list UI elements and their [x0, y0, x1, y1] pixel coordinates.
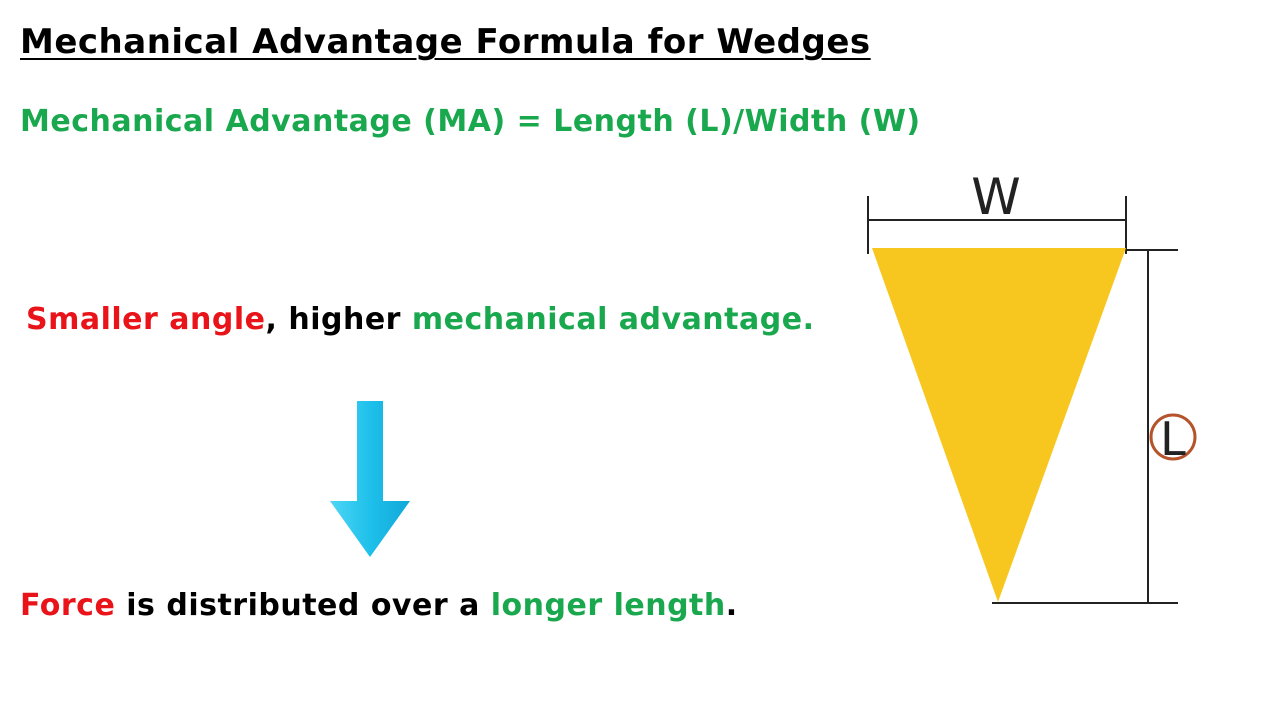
length-label: L — [1160, 412, 1186, 466]
statement-angle-angle: angle — [169, 302, 266, 337]
statement-angle-space — [158, 302, 169, 337]
statement-angle-higher: , higher — [265, 302, 412, 337]
wedge-triangle — [872, 248, 1126, 602]
statement-angle-smaller: Smaller — [26, 302, 159, 337]
formula-text: Mechanical Advantage (MA) = Length (L)/W… — [20, 104, 921, 139]
statement-angle: Smaller angle, higher mechanical advanta… — [26, 302, 814, 337]
width-label: W — [971, 168, 1020, 226]
statement-force-longer: longer length — [490, 588, 726, 623]
statement-force-middle: is distributed over a — [115, 588, 491, 623]
statement-force-period: . — [725, 588, 738, 623]
statement-force: Force is distributed over a longer lengt… — [20, 588, 738, 623]
statement-angle-period: . — [802, 302, 815, 337]
length-label-circle — [1149, 413, 1197, 461]
wedge-diagram: W L — [867, 168, 1197, 604]
statement-angle-ma: mechanical advantage — [411, 302, 803, 337]
down-arrow-icon — [330, 401, 410, 557]
statement-force-force: Force — [20, 588, 116, 623]
page-title: Mechanical Advantage Formula for Wedges — [20, 22, 871, 62]
